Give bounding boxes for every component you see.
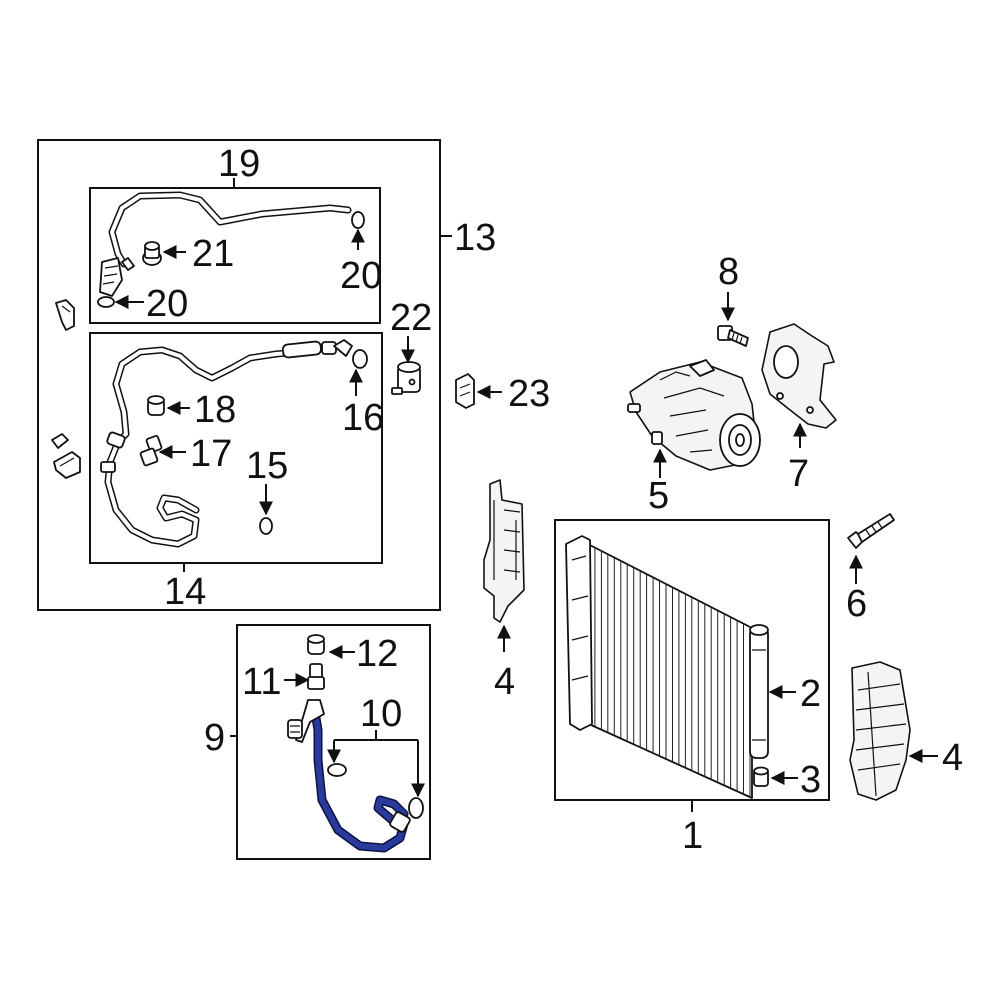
- refrigerant-hose-highlighted: [309, 701, 409, 853]
- mounting-clip-lower: [51, 433, 81, 479]
- callout-4-right: 4: [942, 737, 963, 779]
- hose-bracket-small: [287, 719, 303, 739]
- service-valve-cap-21: [142, 241, 162, 266]
- receiver-drier-22: [391, 361, 421, 395]
- callout-8: 8: [718, 251, 739, 293]
- condenser-left-tank: [565, 535, 593, 731]
- callout-2: 2: [800, 673, 821, 715]
- callout-1: 1: [682, 815, 703, 857]
- receiver-drier-tank-2: [749, 624, 769, 759]
- callout-19: 19: [218, 143, 260, 185]
- air-guide-4-right: [849, 661, 911, 801]
- callout-3: 3: [800, 759, 821, 801]
- hose-assembly-box: [236, 624, 431, 860]
- mounting-clip-upper: [55, 299, 75, 331]
- condenser-core: [579, 539, 753, 799]
- leader-lines: [114, 178, 938, 812]
- callout-labels: 19 13 21 20 20 22 23 16 18 17 15 14 8 7 …: [146, 143, 963, 857]
- drier-plug-3: [753, 766, 769, 787]
- callout-14: 14: [164, 571, 206, 613]
- callout-20-upper: 20: [340, 255, 382, 297]
- discharge-line-box: [89, 332, 383, 564]
- callout-10: 10: [360, 693, 402, 735]
- compressor-bracket-7: [761, 323, 837, 429]
- callout-4-left: 4: [494, 661, 515, 703]
- callout-21: 21: [192, 233, 234, 275]
- pressure-switch-17: [139, 435, 163, 467]
- hose-end-fitting-upper: [295, 699, 325, 743]
- o-ring-10-right: [408, 797, 424, 819]
- o-ring-20-upper: [351, 211, 365, 229]
- valve-core-11: [307, 663, 325, 690]
- suction-line-tube: [108, 191, 352, 268]
- service-valve-cap-12: [307, 634, 325, 655]
- line-assembly-group-box: [37, 139, 441, 611]
- discharge-line-muffler: [281, 339, 353, 359]
- service-valve-cap-18: [147, 395, 165, 416]
- o-ring-16: [352, 349, 368, 369]
- callout-7: 7: [788, 453, 809, 495]
- callout-17: 17: [190, 433, 232, 475]
- o-ring-20-lower: [97, 296, 115, 308]
- callout-18: 18: [194, 389, 236, 431]
- callout-16: 16: [342, 397, 384, 439]
- ac-compressor-5: [627, 359, 761, 471]
- callout-15: 15: [246, 445, 288, 487]
- bolt-6: [847, 513, 895, 549]
- suction-line-fitting: [99, 257, 135, 297]
- hose-end-fitting-lower: [389, 811, 411, 833]
- callout-23: 23: [508, 373, 550, 415]
- callout-6: 6: [846, 583, 867, 625]
- discharge-line-coupling: [100, 431, 126, 473]
- callout-9: 9: [204, 717, 225, 759]
- o-ring-15: [259, 517, 273, 535]
- callout-13: 13: [454, 217, 496, 259]
- air-guide-4-left: [483, 479, 525, 623]
- callout-11: 11: [242, 661, 281, 703]
- bracket-23: [455, 373, 475, 409]
- callout-12: 12: [356, 633, 398, 675]
- o-ring-10-left: [327, 763, 347, 777]
- callout-20-lower: 20: [146, 283, 188, 325]
- bolt-8: [717, 325, 749, 347]
- callout-5: 5: [648, 475, 669, 517]
- callout-22: 22: [390, 297, 432, 339]
